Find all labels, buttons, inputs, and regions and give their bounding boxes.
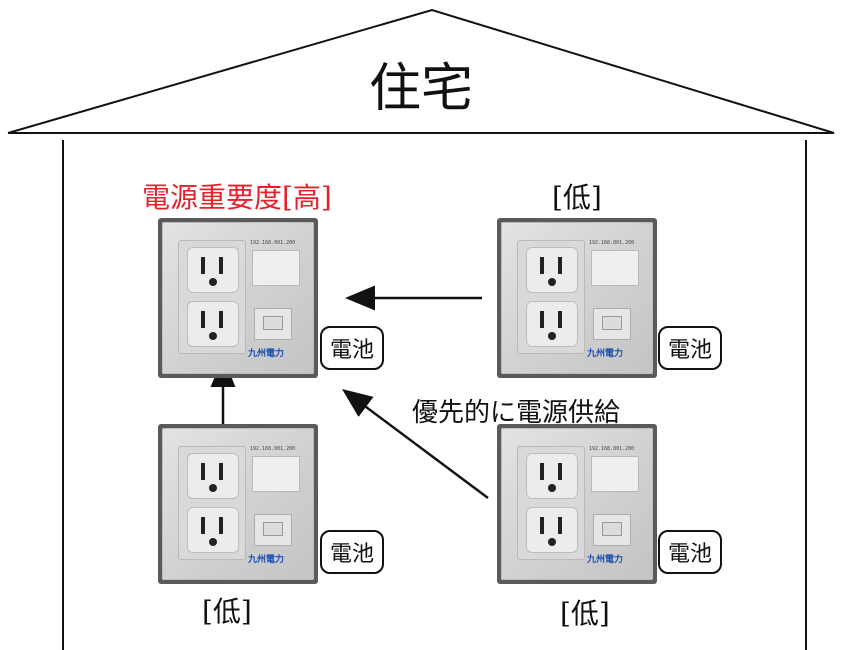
lan-port (254, 308, 292, 340)
ip-address-text: 192.168.001.200 (250, 446, 296, 452)
battery-bottom-right: 電池 (658, 530, 722, 574)
utility-logo: 九州電力 (587, 349, 624, 359)
utility-logo: 九州電力 (248, 555, 285, 565)
receptacle (517, 446, 585, 560)
ip-address-text: 192.168.001.200 (589, 446, 635, 452)
battery-bottom-left: 電池 (320, 530, 384, 574)
arrow-bottom-right-diagonal (341, 389, 489, 500)
priority-high-label: 電源重要度[高] (142, 181, 332, 214)
priority-low-label-bottom-right: [低] (560, 597, 610, 630)
lan-port (593, 514, 631, 546)
priority-low-label-bottom-left: [低] (202, 595, 252, 628)
utility-logo: 九州電力 (248, 349, 285, 359)
house-title: 住宅 (368, 59, 473, 119)
house-roof (7, 8, 835, 134)
outlet-bottom-right: 192.168.001.200 九州電力 (497, 424, 657, 584)
receptacle (178, 446, 246, 560)
lan-port (593, 308, 631, 340)
outlet-top-right: 192.168.001.200 九州電力 (497, 218, 657, 378)
ip-address-text: 192.168.001.200 (250, 240, 296, 246)
ip-label-box (252, 250, 300, 286)
receptacle (178, 240, 246, 354)
lan-port (254, 514, 292, 546)
outlet-top-left: 192.168.001.200 九州電力 (158, 218, 318, 378)
ip-address-text: 192.168.001.200 (589, 240, 635, 246)
outlet-bottom-left: 192.168.001.200 九州電力 (158, 424, 318, 584)
ip-label-box (591, 456, 639, 492)
ip-label-box (252, 456, 300, 492)
ip-label-box (591, 250, 639, 286)
priority-supply-label: 優先的に電源供給 (412, 398, 621, 428)
battery-top-left: 電池 (320, 326, 384, 370)
utility-logo: 九州電力 (587, 555, 624, 565)
battery-top-right: 電池 (658, 326, 722, 370)
priority-low-label-top-right: [低] (552, 181, 602, 214)
receptacle (517, 240, 585, 354)
